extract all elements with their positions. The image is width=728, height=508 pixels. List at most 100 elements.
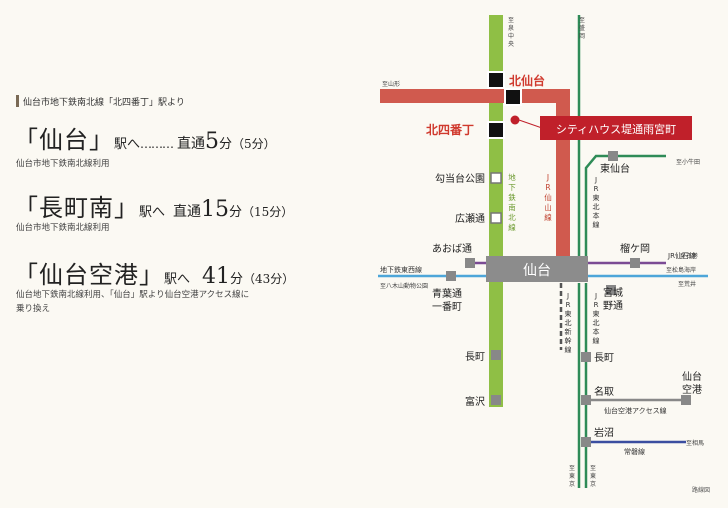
kitasendai-jr-marker [504,88,522,106]
svg-text:本: 本 [593,327,600,336]
svg-text:線: 線 [593,220,600,229]
svg-text:北: 北 [565,319,572,327]
station-aobadori-ichibancho-1: 青葉通 [432,287,462,300]
svg-text:J: J [594,176,597,184]
miyagino-marker [606,285,616,295]
route-map-svg: 仙台 北仙台 北四番丁 シティハウス堤通雨宮町 勾当台公園 広瀬通 あおば通 青… [378,15,710,494]
kitasendai-marker [487,71,505,89]
svg-text:山: 山 [544,202,552,212]
dir-morioka: 至 盛 岡 [579,17,585,40]
svg-text:下: 下 [508,183,516,192]
station-higashisendai: 東仙台 [600,162,630,175]
svg-text:鉄: 鉄 [508,192,516,202]
svg-text:東: 東 [593,193,600,202]
station-aobadori: あおば通 [432,243,472,255]
svg-text:泉: 泉 [508,24,514,32]
svg-text:東: 東 [590,472,596,480]
property-dot [510,115,520,125]
svg-text:線: 線 [508,222,516,232]
nagamachi-marker [491,350,501,360]
station-sendaikuko-1: 仙台 [682,370,702,383]
station-hirosedori: 広瀬通 [455,212,485,225]
property-name: シティハウス堤通雨宮町 [556,122,676,136]
svg-text:R: R [594,185,599,193]
shinkansen-label: J R 東 北 新 幹 線 [565,292,572,354]
tomizawa-marker [491,395,501,405]
station-sendaikuko-2: 空港 [682,383,702,396]
svg-text:岡: 岡 [579,33,585,40]
svg-text:至: 至 [508,17,514,24]
route-sendaikuko-note: 仙台地下鉄南北線利用、「仙台」駅より仙台空港アクセス線に 乗り換え [16,290,250,314]
svg-text:本: 本 [593,211,600,220]
map-caption: 路線図 [692,486,710,494]
kitayonbancho-marker [487,121,505,139]
svg-text:北: 北 [593,203,600,211]
lead-marker [16,95,19,107]
svg-text:仙: 仙 [544,192,552,202]
svg-text:線: 線 [544,212,552,222]
kotodaikoen-marker [490,172,502,184]
svg-text:新: 新 [565,327,572,336]
station-tsutsujigaoka: 榴ケ岡 [620,242,650,255]
svg-text:至: 至 [569,465,575,472]
senzan-line-v [556,89,570,259]
sendaikuko-marker [681,395,691,405]
svg-text:央: 央 [508,40,514,48]
property-leader [518,119,543,129]
dir-tokyo-2: 至 東 京 [590,465,596,488]
dir-matsushima: 至松島海岸 [666,266,696,274]
svg-text:J: J [546,173,549,182]
svg-text:R: R [545,183,550,192]
svg-text:至: 至 [579,17,585,24]
hirosedori-marker [490,212,502,224]
svg-text:北: 北 [593,319,600,327]
svg-text:東: 東 [565,309,572,318]
station-tomizawa: 富沢 [465,395,485,408]
namboku-line [489,15,503,407]
svg-text:盛: 盛 [579,24,585,32]
station-miyagino-1: 宮城 [603,286,623,299]
sendai-station-box [486,256,588,282]
svg-text:線: 線 [593,336,600,345]
svg-text:J: J [566,292,569,300]
svg-text:線: 線 [565,345,572,354]
iwanuma-marker [581,437,591,447]
dir-tokyo-1: 至 東 京 [569,465,575,488]
svg-text:京: 京 [569,480,575,488]
tsutsujigaoka-marker [630,258,640,268]
nagamachi-jr-marker [581,352,591,362]
svg-text:東: 東 [569,472,575,480]
tozai-label: 地下鉄東西線 [380,265,422,274]
station-kotodaikoen: 勾当台公園 [435,172,485,185]
station-sendai: 仙台 [523,263,551,279]
route-sendai: 「仙台」駅へ………直通5分（5分） [14,126,276,154]
svg-text:J: J [594,292,597,300]
route-sendai-note: 仙台市地下鉄南北線利用 [16,159,110,169]
airport-line-label: 仙台空港アクセス線 [604,406,667,415]
aobadori-ichibancho-marker [446,271,456,281]
route-nagamachiminami: 「長町南」駅へ直通15分（15分） [14,194,294,222]
svg-text:R: R [594,301,599,309]
dir-ishinomaki: 至石巻 [680,252,698,260]
access-lead: 仙台市地下鉄南北線「北四番丁」駅より [23,98,185,108]
tohoku-main-branch [584,154,666,258]
tohoku-main-north-label: J R 東 北 本 線 [593,176,600,229]
svg-text:北: 北 [508,213,516,222]
senzan-label: J R 仙 山 線 [544,173,552,222]
senseki-label: JR仙石線 [667,251,696,260]
svg-text:幹: 幹 [565,336,572,345]
station-kitayonbancho: 北四番丁 [426,122,474,137]
dir-yagiyama: 至八木山動物公園 [380,282,428,290]
station-iwanuma: 岩沼 [594,426,614,439]
higashisendai-marker [608,151,618,161]
dir-arai: 至荒井 [678,280,696,288]
svg-text:南: 南 [508,202,516,212]
svg-text:京: 京 [590,480,596,488]
station-natori: 名取 [594,385,614,398]
property-label-box [540,116,692,140]
aobadori-marker [465,258,475,268]
senzan-line-h [380,89,570,103]
dir-izumichuo: 至 泉 中 央 [508,17,514,48]
dir-kogota: 至小牛田 [676,158,700,166]
access-info: 仙台市地下鉄南北線「北四番丁」駅より 「仙台」駅へ………直通5分（5分） 仙台市… [0,0,340,504]
